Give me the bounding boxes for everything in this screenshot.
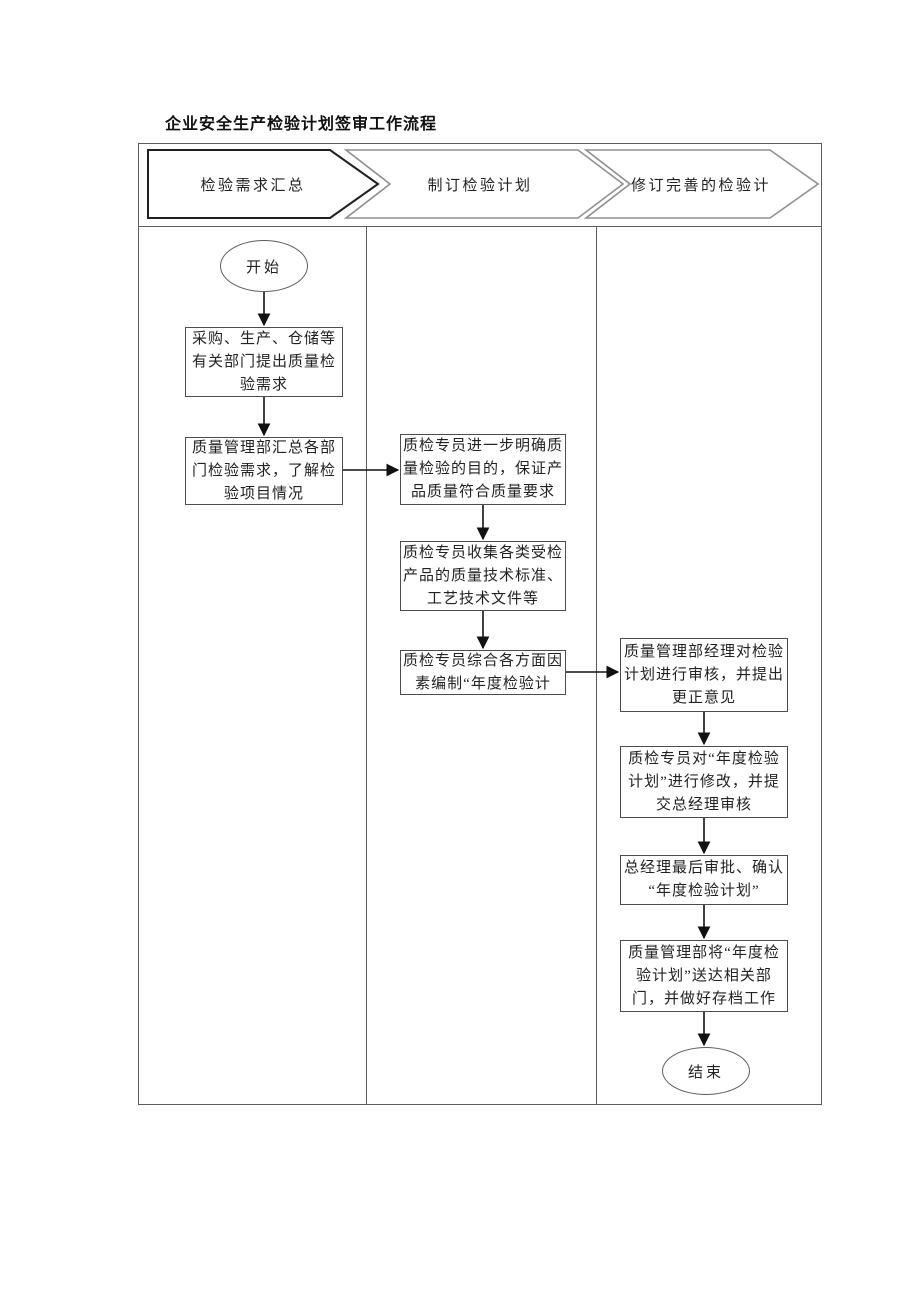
lane-divider-2 <box>596 227 597 1105</box>
header-separator-line <box>138 226 822 227</box>
lane-header-3: 修订完善的检验计 <box>630 177 771 194</box>
process-box-l2b3: 质检专员综合各方面因 素编制“年度检验计 <box>400 650 566 695</box>
process-box-l3b3: 总经理最后审批、确认 “年度检验计划” <box>620 855 788 905</box>
process-box-l1b2: 质量管理部汇总各部 门检验需求，了解检 验项目情况 <box>185 437 343 505</box>
process-box-l2b2: 质检专员收集各类受检 产品的质量技术标准、 工艺技术文件等 <box>400 541 566 611</box>
lane-divider-1 <box>366 227 367 1105</box>
diagram-frame <box>138 143 822 1105</box>
lane-header-1: 检验需求汇总 <box>200 177 306 194</box>
page-title: 企业安全生产检验计划签审工作流程 <box>165 116 438 133</box>
process-box-l1b1: 采购、生产、仓储等 有关部门提出质量检 验需求 <box>185 327 343 397</box>
process-box-l3b4: 质量管理部将“年度检 验计划”送达相关部 门，并做好存档工作 <box>620 940 788 1012</box>
lane-header-2: 制订检验计划 <box>427 177 533 194</box>
process-box-l3b2: 质检专员对“年度检验 计划”进行修改，并提 交总经理审核 <box>620 746 788 818</box>
start-terminator: 开始 <box>220 240 308 292</box>
end-terminator: 结束 <box>662 1047 750 1095</box>
process-box-l2b1: 质检专员进一步明确质 量检验的目的，保证产 品质量符合质量要求 <box>400 434 566 505</box>
process-box-l3b1: 质量管理部经理对检验 计划进行审核，并提出 更正意见 <box>620 638 788 712</box>
